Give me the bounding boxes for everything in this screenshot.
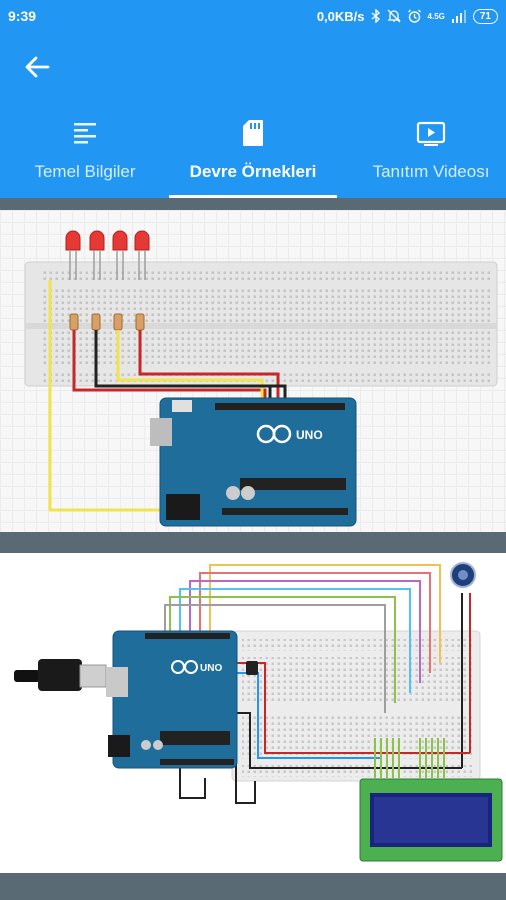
usb-cable — [14, 659, 107, 691]
status-time: 9:39 — [8, 8, 37, 24]
leds — [65, 230, 150, 280]
signal-type: 4.5G — [427, 11, 445, 21]
arduino-board: UNO — [150, 397, 357, 527]
bluetooth-icon — [371, 9, 380, 23]
status-icons: 0,0KB/s 4.5G 71 — [316, 8, 498, 24]
battery-indicator: 71 — [472, 8, 498, 24]
tab-label: Temel Bilgiler — [34, 162, 136, 181]
signal-icon — [451, 9, 466, 23]
board-label: UNO — [296, 428, 323, 442]
sensor-component — [246, 661, 258, 675]
tab-devre-ornekleri[interactable]: Devre Örnekleri — [169, 110, 337, 198]
lcd-pin-wires — [374, 738, 445, 778]
potentiometer — [450, 562, 476, 588]
app-bar: 9:39 0,0KB/s 4.5G 71 Temel Bilgiler Devr… — [0, 0, 506, 198]
tab-label: Devre Örnekleri — [189, 162, 317, 181]
video-play-icon — [416, 121, 446, 146]
circuit-diagram-leds: UNO — [24, 230, 498, 527]
arduino-board: UNO — [106, 630, 238, 769]
breadboard — [231, 630, 481, 782]
alarm-icon — [407, 9, 421, 23]
tab-label: Tanıtım Videosı — [372, 162, 490, 181]
circuit-example-lcd[interactable]: UNO — [0, 553, 506, 873]
text-lines-icon — [74, 123, 96, 144]
status-bar: 9:39 0,0KB/s 4.5G 71 — [0, 0, 506, 32]
network-speed: 0,0KB/s — [316, 8, 365, 24]
tab-temel-bilgiler[interactable]: Temel Bilgiler — [20, 110, 150, 198]
bell-off-icon — [386, 9, 401, 23]
circuit-diagram-lcd: UNO — [14, 562, 503, 862]
tab-bar: Temel Bilgiler Devre Örnekleri Tanıtım V… — [0, 110, 506, 198]
breadboard — [24, 261, 498, 387]
sd-card-icon — [243, 120, 263, 146]
tab-tanitim-videosu[interactable]: Tanıtım Videosı — [356, 110, 506, 198]
tab-indicator — [169, 195, 337, 198]
resistors — [69, 313, 145, 331]
board-label: UNO — [200, 663, 222, 674]
lcd-display — [359, 778, 503, 862]
circuit-example-leds[interactable]: UNO — [0, 210, 506, 532]
back-arrow-icon[interactable] — [22, 52, 52, 82]
